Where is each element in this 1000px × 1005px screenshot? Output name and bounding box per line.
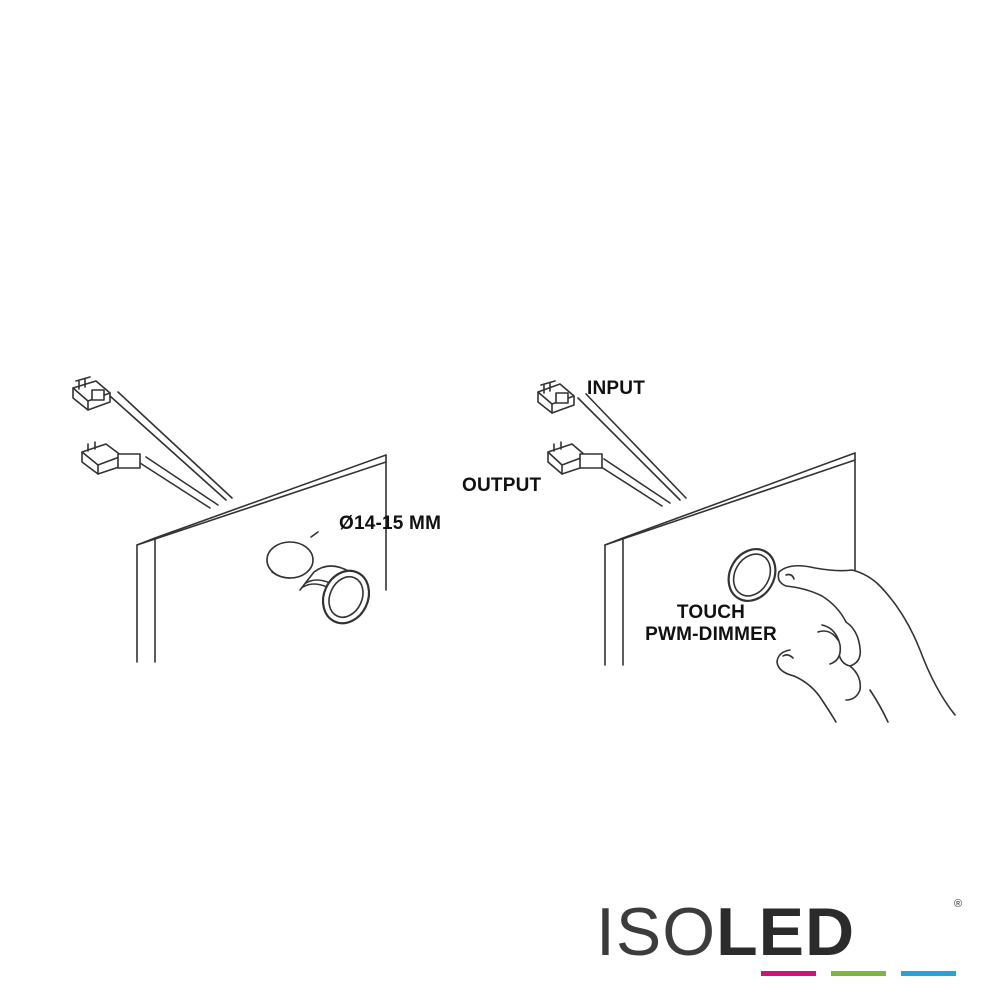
registered-icon: ® [954,898,963,910]
connector-plug-icon [537,380,603,475]
isoled-logo: ISOLED ® [596,894,966,978]
left-panel [136,454,387,663]
touch-label-line2: PWM-DIMMER [645,624,777,645]
output-label: OUTPUT [462,475,542,496]
finger-hand-icon [776,564,956,723]
touch-label-line1: TOUCH [676,602,746,623]
brand-wordmark: ISOLED [596,892,855,972]
left-touch-sensor [266,531,371,625]
touch-dimmer-label: TOUCH PWM-DIMMER [624,602,798,646]
right-panel [604,452,856,666]
right-touch-sensor [727,548,777,602]
brand-name-light: ISO [596,894,717,970]
brand-bar-green [831,971,886,976]
input-label: INPUT [587,378,645,399]
left-cables [109,391,233,509]
brand-bar-magenta [761,971,816,976]
diameter-label: Ø14-15 MM [339,513,442,534]
brand-bar-blue [901,971,956,976]
brand-name-bold: LED [716,894,856,970]
right-cables [577,393,687,507]
connector-plug-icon [72,376,141,475]
